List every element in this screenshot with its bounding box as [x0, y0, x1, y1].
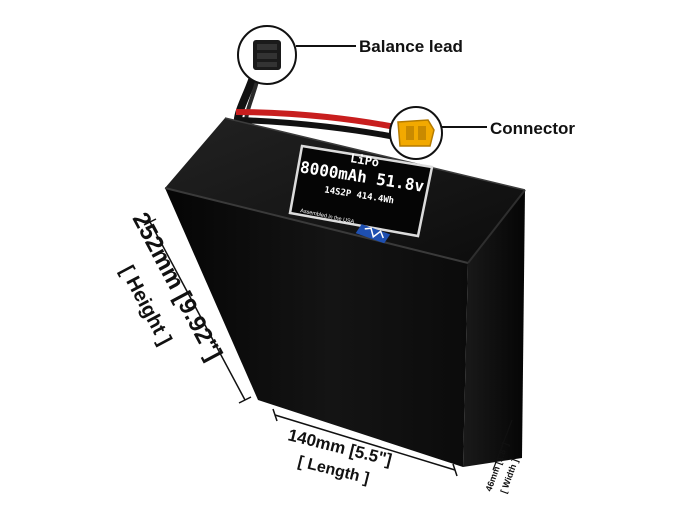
balance-lead-plug — [237, 25, 297, 85]
red-wire — [235, 109, 401, 131]
balance-lead-label: Balance lead — [359, 37, 463, 56]
battery-label: LiPo 8000mAh 51.8v 14S2P 414.4Wh Assembl… — [288, 144, 434, 244]
label-chemistry: LiPo — [349, 151, 380, 169]
black-wire — [237, 117, 401, 141]
brand-logo — [355, 224, 391, 244]
connector-label: Connector — [490, 119, 575, 138]
xt-connector — [389, 106, 443, 160]
